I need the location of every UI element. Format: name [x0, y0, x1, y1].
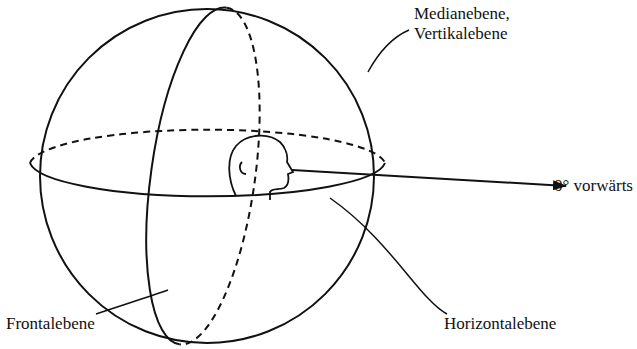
frontal-plane-front [128, 0, 227, 344]
plane-label: Medianebene, Vertikalebene [414, 4, 539, 44]
plane-label: Horizontalebene [444, 314, 556, 334]
direction-label: 0° vorwärts [554, 176, 633, 196]
head-figure [229, 136, 293, 200]
forward-arrow [292, 170, 566, 186]
leader-line [368, 30, 409, 72]
leader-line [330, 198, 447, 314]
horizontal-plane-back [30, 130, 385, 163]
leader-line [96, 290, 168, 314]
horizontal-plane-front [30, 163, 385, 196]
frontal-plane-back [179, 8, 278, 349]
median-plane-circle [40, 9, 374, 343]
plane-label: Frontalebene [6, 314, 95, 334]
